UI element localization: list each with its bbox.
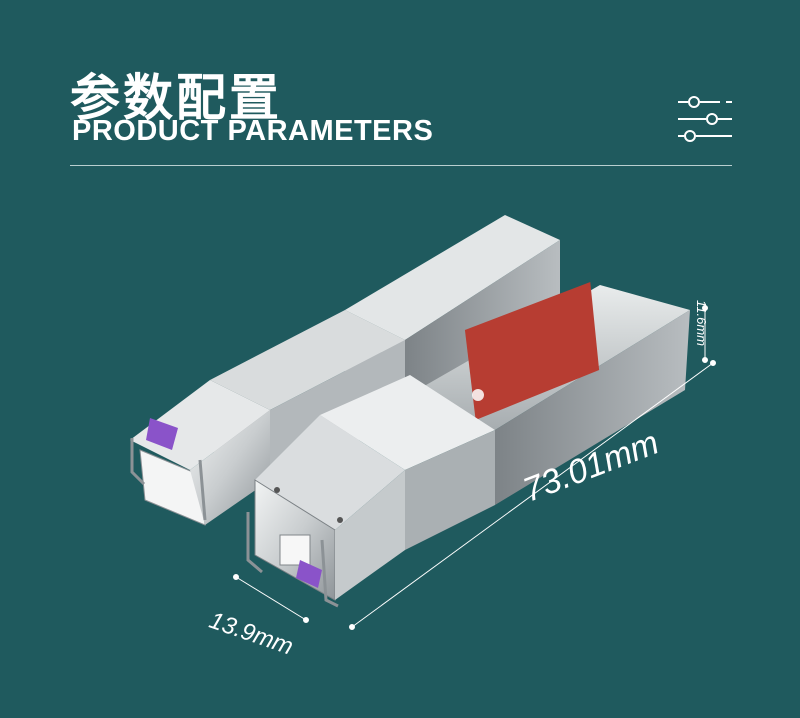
dimension-lines (233, 305, 716, 630)
front-sfp-module (246, 282, 690, 608)
page-title-en: PRODUCT PARAMETERS (72, 115, 434, 147)
brand-logo-icon (472, 389, 484, 401)
product-label-plate (464, 282, 600, 420)
height-dimension-label: 11.6mm (694, 300, 709, 346)
sliders-icon (678, 96, 732, 142)
header-divider (70, 165, 732, 166)
page-title-cn: 参数配置 (70, 69, 282, 127)
product-illustration (130, 215, 716, 630)
